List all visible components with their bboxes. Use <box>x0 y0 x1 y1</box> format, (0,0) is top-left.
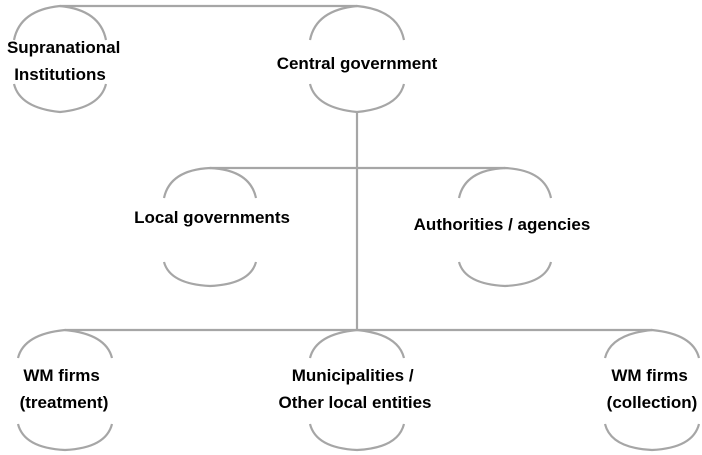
node-municipalities-label: Municipalities / Other local entities <box>278 366 431 412</box>
node-local-gov-line-1: Local governments <box>134 208 290 227</box>
node-central-label: Central government <box>277 54 438 73</box>
node-wm-treatment-shape <box>16 328 114 452</box>
node-municipalities-line-1: Municipalities / <box>292 366 414 385</box>
node-wm-collection-line-2: (collection) <box>607 393 698 412</box>
node-municipalities-line-2: Other local entities <box>278 393 431 412</box>
node-wm-treatment-line-1: WM firms <box>23 366 100 385</box>
node-authorities-line-1: Authorities / agencies <box>414 215 591 234</box>
node-central-shape <box>308 4 406 114</box>
node-supranational-line-2: Institutions <box>14 65 106 84</box>
node-wm-treatment-label: WM firms (treatment) <box>20 366 109 412</box>
node-supranational-line-1: Supranational <box>7 38 120 57</box>
node-wm-treatment-line-2: (treatment) <box>20 393 109 412</box>
node-local-gov-shape <box>162 166 258 288</box>
node-wm-collection-label: WM firms (collection) <box>607 366 698 412</box>
node-municipalities-shape <box>308 328 406 452</box>
node-wm-collection-line-1: WM firms <box>611 366 688 385</box>
node-supranational-shape <box>12 4 108 114</box>
node-central-line-1: Central government <box>277 54 438 73</box>
node-wm-collection-shape <box>603 328 701 452</box>
node-local-gov-label: Local governments <box>134 208 290 227</box>
node-authorities-label: Authorities / agencies <box>414 215 591 234</box>
node-authorities-shape <box>457 166 553 288</box>
node-supranational-label: Supranational Institutions <box>7 38 125 84</box>
